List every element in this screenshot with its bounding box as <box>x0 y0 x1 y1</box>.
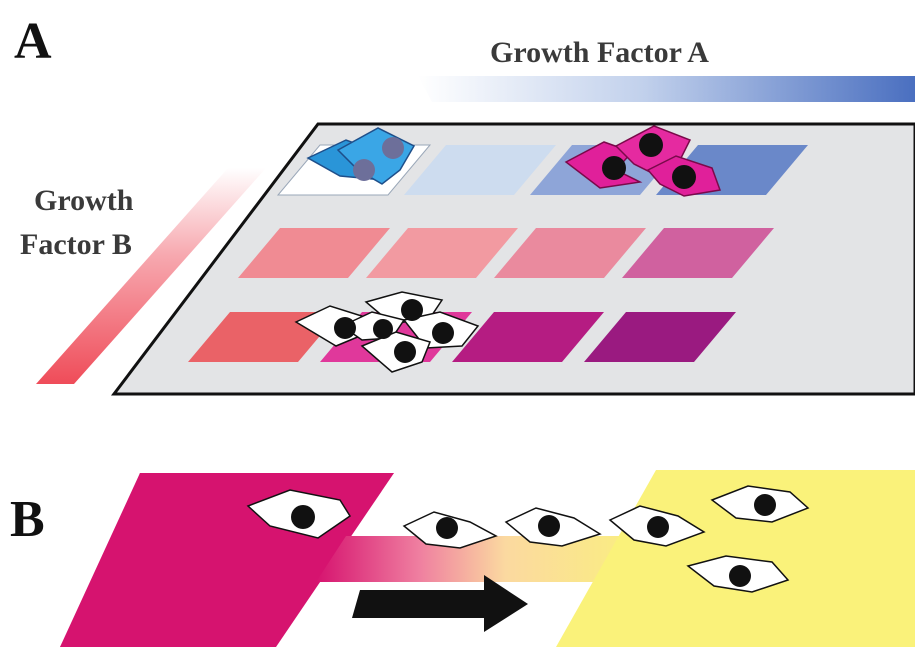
migrating-cells <box>246 485 810 593</box>
cell-nucleus <box>353 159 375 181</box>
cell-nucleus <box>729 565 751 587</box>
cell-nucleus <box>432 322 454 344</box>
cell-nucleus <box>754 494 776 516</box>
blue-cell-cluster <box>306 127 416 185</box>
cell-nucleus <box>436 517 458 539</box>
cell-nucleus <box>373 319 393 339</box>
panel-a-letter: A <box>14 13 52 70</box>
treatment-well <box>366 228 518 278</box>
treatment-well <box>622 228 774 278</box>
treatment-well <box>584 312 736 362</box>
growth-factor-a-label: Growth Factor A <box>490 36 709 69</box>
cell-nucleus <box>538 515 560 537</box>
growth-factor-b-label-line2: Factor B <box>20 228 132 261</box>
migration-direction-arrow <box>352 575 528 632</box>
cell-nucleus <box>401 299 423 321</box>
white-cell-cluster <box>294 291 480 373</box>
panel-b-letter: B <box>10 491 45 548</box>
gradient-bridge <box>316 536 660 582</box>
treatment-well-grid <box>188 144 808 362</box>
cell-nucleus <box>602 156 626 180</box>
cell-nucleus <box>647 516 669 538</box>
cell-nucleus <box>382 137 404 159</box>
treatment-well <box>238 228 390 278</box>
cell-nucleus <box>394 341 416 363</box>
cell-nucleus <box>334 317 356 339</box>
treatment-well <box>404 145 556 195</box>
magenta-cell-cluster <box>564 125 722 197</box>
treatment-well <box>494 228 646 278</box>
growth-factor-a-gradient-bar <box>418 76 915 102</box>
cell-nucleus <box>639 133 663 157</box>
cell-nucleus <box>672 165 696 189</box>
treatment-well <box>452 312 604 362</box>
cell-nucleus <box>291 505 315 529</box>
growth-factor-b-gradient-bar <box>36 168 266 384</box>
growth-factor-b-label-line1: Growth <box>34 184 134 217</box>
